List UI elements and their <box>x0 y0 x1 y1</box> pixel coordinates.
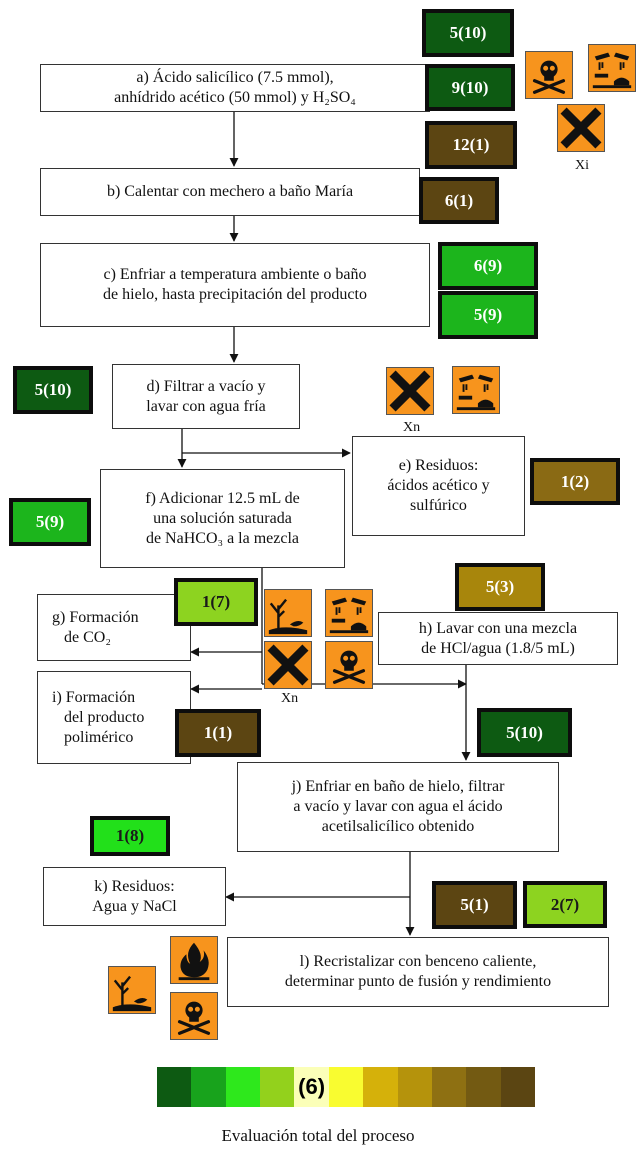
flammable-icon <box>170 936 218 984</box>
evaluation-caption: Evaluación total del proceso <box>221 1126 415 1145</box>
step-c-line1: c) Enfriar a temperatura ambiente o baño <box>103 266 367 283</box>
step-d-box: d) Filtrar a vacío y lavar con agua fría <box>112 364 300 429</box>
step-g-line1: g) Formación <box>52 608 139 626</box>
corrosive-icon <box>452 366 500 414</box>
step-k-line1: k) Residuos: <box>94 877 175 895</box>
step-l-line2: determinar punto de fusión y rendimiento <box>284 973 552 990</box>
step-a-line2: anhídrido acético (50 mmol) y H₂SO₄ <box>114 89 356 106</box>
scale-selected-cell: (6) <box>294 1067 329 1107</box>
hazard-label-xi: Xi <box>575 158 589 173</box>
score-badge-e1: 1(2) <box>530 458 620 505</box>
step-i-box: i) Formación del producto polimérico <box>37 671 191 764</box>
score-badge-c2: 5(9) <box>438 291 538 339</box>
step-i-line3: polimérico <box>64 728 134 746</box>
score-badge-b1: 6(1) <box>419 177 499 224</box>
step-e-box: e) Residuos: ácidos acético y sulfúrico <box>352 436 525 536</box>
scale-cell <box>431 1067 467 1107</box>
scale-cell <box>466 1067 501 1107</box>
step-g-box: g) Formación de CO₂ <box>37 594 191 661</box>
irritant-x-icon <box>557 104 605 152</box>
harmful-x-icon <box>386 367 434 415</box>
step-j-line1: j) Enfriar en baño de hielo, filtrar <box>291 778 505 795</box>
score-badge-d1: 5(10) <box>13 366 93 414</box>
step-a-line1: a) Ácido salicílico (7.5 mmol), <box>136 69 334 86</box>
step-j-line2: a vacío y lavar con agua el ácido <box>293 798 503 815</box>
score-badge-k1: 1(8) <box>90 816 170 856</box>
step-e-line3: sulfúrico <box>410 497 467 514</box>
step-g-line2: de CO₂ <box>64 628 111 646</box>
step-d-line2: lavar con agua fría <box>146 397 266 415</box>
score-badge-a2: 9(10) <box>425 64 515 111</box>
score-badge-h1: 5(3) <box>455 563 545 611</box>
scale-cell <box>225 1067 261 1107</box>
corrosive-icon <box>588 44 636 92</box>
scale-cell <box>260 1067 295 1107</box>
step-i-line2: del producto <box>64 708 145 726</box>
score-badge-f1: 5(9) <box>9 498 91 546</box>
step-i-line1: i) Formación <box>52 688 136 706</box>
step-e-line2: ácidos acético y <box>387 477 490 494</box>
scale-cell <box>191 1067 226 1107</box>
step-j-line3: acetilsalicílico obtenido <box>321 818 475 835</box>
score-badge-a1: 5(10) <box>422 9 514 57</box>
step-h-line2: de HCl/agua (1.8/5 mL) <box>421 639 575 657</box>
step-l-box: l) Recristalizar con benceno caliente, de… <box>227 937 609 1007</box>
score-badge-l1: 5(1) <box>432 881 517 929</box>
step-f-box: f) Adicionar 12.5 mL de una solución satu… <box>100 469 345 568</box>
scale-cell <box>397 1067 432 1107</box>
step-k-box: k) Residuos: Agua y NaCl <box>43 867 226 926</box>
step-h-line1: h) Lavar con una mezcla <box>418 619 578 637</box>
step-d-line1: d) Filtrar a vacío y <box>146 377 266 395</box>
step-f-line3: de NaHCO₃ a la mezcla <box>145 529 300 547</box>
step-f-line1: f) Adicionar 12.5 mL de <box>145 489 300 507</box>
harmful-x-icon <box>264 641 312 689</box>
step-b-line1: b) Calentar con mechero a baño María <box>106 183 354 200</box>
hazard-label-xn-1: Xn <box>403 420 421 435</box>
step-a-box: a) Ácido salicílico (7.5 mmol), anhídrido… <box>40 64 430 112</box>
score-badge-c1: 6(9) <box>438 242 538 290</box>
scale-cell <box>363 1067 398 1107</box>
toxic-skull-icon <box>525 51 573 99</box>
score-badge-g1: 1(7) <box>174 578 258 626</box>
step-b-box: b) Calentar con mechero a baño María <box>40 168 420 216</box>
evaluation-color-scale: (6) <box>157 1067 535 1107</box>
hazard-label-xn-2: Xn <box>281 691 299 706</box>
score-badge-j1: 5(10) <box>477 708 572 757</box>
score-badge-l2: 2(7) <box>523 881 607 928</box>
toxic-skull-icon <box>170 992 218 1040</box>
step-j-box: j) Enfriar en baño de hielo, filtrar a va… <box>237 762 559 852</box>
step-e-line1: e) Residuos: <box>398 457 479 474</box>
environment-hazard-icon <box>108 966 156 1014</box>
environment-hazard-icon <box>264 589 312 637</box>
toxic-skull-icon <box>325 641 373 689</box>
scale-cell <box>328 1067 364 1107</box>
step-c-line2: de hielo, hasta precipitación del produc… <box>103 286 367 303</box>
corrosive-icon <box>325 589 373 637</box>
step-h-box: h) Lavar con una mezcla de HCl/agua (1.8/… <box>378 612 618 665</box>
step-l-line1: l) Recristalizar con benceno caliente, <box>299 953 537 970</box>
step-k-line2: Agua y NaCl <box>92 897 177 915</box>
score-badge-i1: 1(1) <box>175 709 261 757</box>
scale-cell <box>500 1067 535 1107</box>
step-c-box: c) Enfriar a temperatura ambiente o baño… <box>40 243 430 327</box>
score-badge-a3: 12(1) <box>425 121 517 169</box>
scale-cell <box>157 1067 192 1107</box>
step-f-line2: una solución saturada <box>153 509 292 527</box>
